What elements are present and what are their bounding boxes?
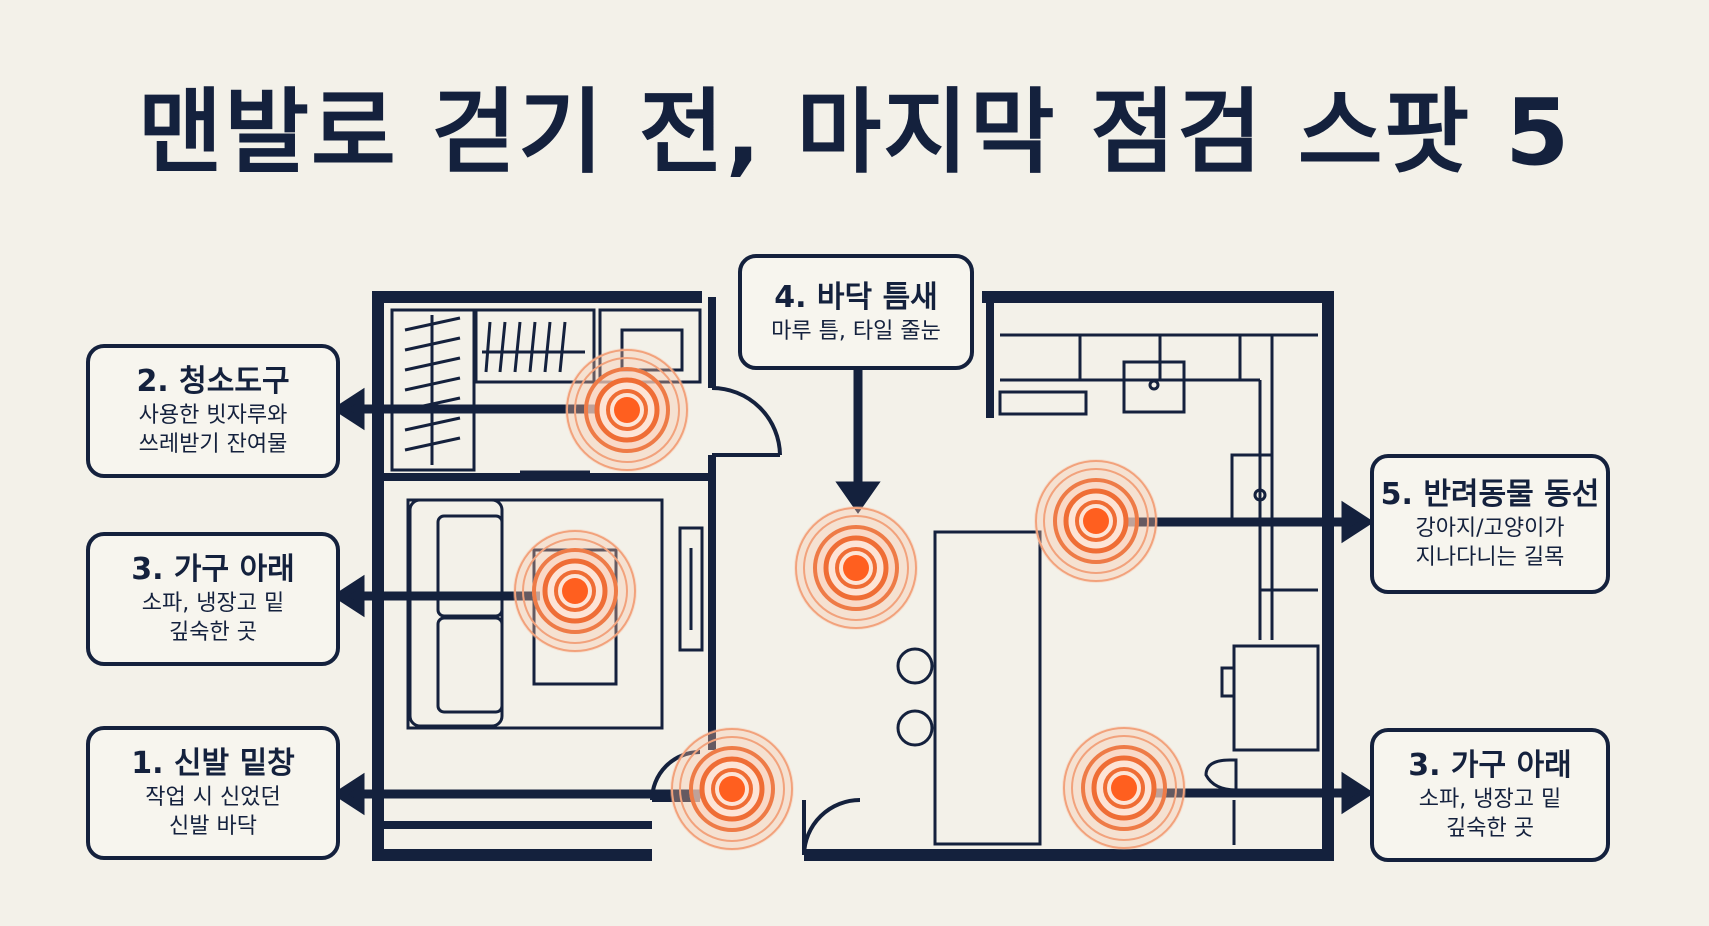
- arrow-left-icon: [331, 387, 365, 431]
- arrow-down-icon: [835, 481, 881, 514]
- callout-cleaning-tools: 2. 청소도구 사용한 빗자루와 쓰레받기 잔여물: [86, 344, 340, 478]
- callout-under-furniture-right: 3. 가구 아래 소파, 냉장고 밑 깊숙한 곳: [1370, 728, 1610, 862]
- hotspot-target-icon: [670, 727, 794, 851]
- interior-walls: [378, 297, 994, 829]
- callout-desc: 깊숙한 곳: [169, 620, 257, 645]
- callout-desc: 사용한 빗자루와: [138, 403, 288, 428]
- callout-desc: 깊숙한 곳: [1446, 816, 1534, 841]
- page-title: 맨발로 걷기 전, 마지막 점검 스팟 5: [137, 79, 1572, 186]
- hotspot-target-icon: [1062, 726, 1186, 850]
- callout-desc: 소파, 냉장고 밑: [141, 591, 285, 616]
- hotspot-target-icon: [565, 348, 689, 472]
- arrow-right-icon: [1341, 500, 1375, 544]
- exterior-walls: [372, 291, 1334, 861]
- callout-title: 5. 반려동물 동선: [1380, 477, 1600, 512]
- arrow-right-icon: [1341, 771, 1375, 815]
- callout-desc: 소파, 냉장고 밑: [1418, 787, 1562, 812]
- callout-desc: 작업 시 신었던: [145, 785, 281, 810]
- callout-desc: 쓰레받기 잔여물: [138, 432, 288, 457]
- kitchen-island: [896, 530, 1042, 846]
- callout-floor-gaps: 4. 바닥 틈새 마루 틈, 타일 줄눈: [738, 254, 974, 370]
- hotspot-target-icon: [794, 506, 918, 630]
- callout-title: 2. 청소도구: [136, 364, 290, 399]
- callout-shoe-soles: 1. 신발 밑창 작업 시 신었던 신발 바닥: [86, 726, 340, 860]
- callout-title: 1. 신발 밑창: [131, 746, 295, 781]
- arrow-left-icon: [331, 574, 365, 618]
- kitchen-counter: [998, 333, 1320, 845]
- callout-title: 3. 가구 아래: [1408, 748, 1572, 783]
- callout-desc: 강아지/고양이가: [1415, 516, 1565, 541]
- arrow-left-icon: [331, 772, 365, 816]
- callout-desc: 지나다니는 길목: [1415, 545, 1565, 570]
- callout-desc: 신발 바닥: [169, 814, 257, 839]
- callout-title: 4. 바닥 틈새: [774, 279, 938, 315]
- hotspot-target-icon: [513, 529, 637, 653]
- callout-pet-paths: 5. 반려동물 동선 강아지/고양이가 지나다니는 길목: [1370, 454, 1610, 594]
- callout-title: 3. 가구 아래: [131, 552, 295, 587]
- hotspot-target-icon: [1034, 459, 1158, 583]
- callout-under-furniture-left: 3. 가구 아래 소파, 냉장고 밑 깊숙한 곳: [86, 532, 340, 666]
- callout-desc: 마루 틈, 타일 줄눈: [771, 318, 941, 344]
